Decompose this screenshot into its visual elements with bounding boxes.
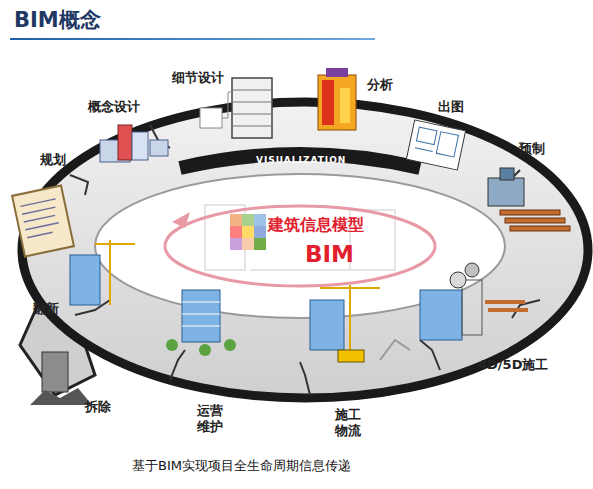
stage-label: 翻新 [33, 301, 59, 317]
stage-label: 概念设计 [88, 99, 140, 115]
construction-4d5d [420, 263, 528, 340]
page-title: BIM概念 [14, 8, 101, 33]
stage-label: 4D/5D施工 [478, 357, 548, 373]
center-label: BIM [305, 241, 354, 269]
planning-clipboard [12, 185, 74, 256]
lifecycle-ring [22, 102, 588, 398]
stage-label: 拆除 [85, 399, 111, 415]
stage-label: 分析 [367, 77, 393, 93]
stage-label: 运营 维护 [197, 403, 227, 434]
stage-label: 出图 [438, 99, 464, 115]
cycle-arrowhead [172, 212, 190, 228]
prefab-machine [488, 168, 570, 231]
stage-label: 施工 物流 [335, 407, 365, 438]
segment-dividers [70, 104, 540, 395]
bim-logo [230, 214, 266, 250]
drawing-sheet [406, 120, 465, 170]
title-rule [10, 38, 375, 40]
stage-label: 预制 [519, 141, 545, 157]
visualization-band [180, 154, 420, 168]
cycle-arrow [165, 206, 435, 286]
caption: 基于BIM实现项目全生命周期信息传递 [132, 458, 351, 474]
construction-crane [310, 285, 410, 362]
concept-massing [100, 125, 168, 162]
demolition-rubble [30, 352, 92, 405]
analysis-building [318, 68, 356, 130]
ring-label: VISUALIZATION [256, 155, 346, 166]
operation-building [166, 290, 236, 356]
center-label: 建筑信息模型 [268, 215, 364, 234]
detail-building [200, 78, 272, 138]
renovation-building [70, 240, 135, 305]
stage-label: 规划 [40, 152, 66, 168]
faint-drawings [205, 205, 395, 270]
stage-label: 细节设计 [172, 70, 224, 86]
